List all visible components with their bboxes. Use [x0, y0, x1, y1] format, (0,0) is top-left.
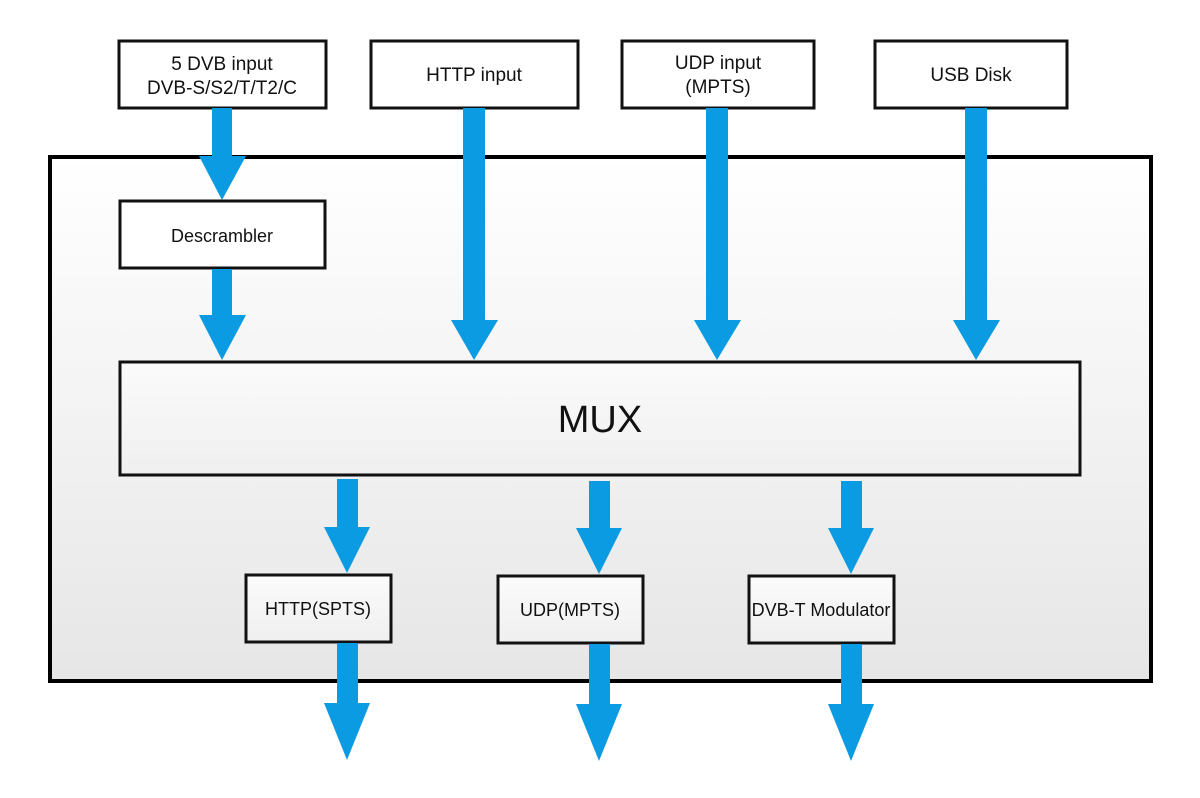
output-box-dvbt-modulator: DVB-T Modulator	[747, 574, 896, 645]
output-box-udp-mpts: UDP(MPTS)	[496, 574, 645, 645]
input-usb-label: USB Disk	[930, 65, 1012, 86]
arrow-udp-mpts-out	[576, 644, 622, 761]
input-box-usb: USB Disk	[873, 39, 1069, 110]
input-udp-line1: UDP input	[675, 53, 762, 74]
descrambler-box: Descrambler	[118, 199, 327, 270]
mux-box: MUX	[118, 360, 1082, 477]
arrow-mux-to-http-spts	[324, 479, 370, 573]
output-box-http-spts: HTTP(SPTS)	[244, 573, 393, 644]
input-box-http: HTTP input	[369, 39, 580, 110]
input-dvb-line2: DVB-S/S2/T/T2/C	[147, 78, 297, 99]
arrow-mux-to-dvbt	[828, 481, 874, 574]
input-udp-line2: (MPTS)	[685, 77, 750, 98]
arrow-usb-to-mux	[953, 108, 1000, 360]
arrow-http-to-mux	[451, 108, 498, 360]
arrow-udp-to-mux	[694, 108, 741, 360]
arrow-dvb-to-descrambler	[199, 108, 246, 200]
output-dvbt-label: DVB-T Modulator	[752, 600, 891, 620]
arrow-descrambler-to-mux	[199, 269, 246, 360]
arrow-mux-to-udp-mpts	[576, 481, 622, 574]
descrambler-label: Descrambler	[171, 226, 273, 246]
input-box-udp: UDP input (MPTS)	[620, 39, 816, 110]
input-dvb-line1: 5 DVB input	[171, 54, 273, 75]
input-box-dvb: 5 DVB input DVB-S/S2/T/T2/C	[117, 39, 328, 110]
arrow-dvbt-out	[828, 644, 874, 761]
output-udp-label: UDP(MPTS)	[520, 600, 620, 620]
input-http-label: HTTP input	[426, 65, 522, 86]
arrow-http-spts-out	[324, 643, 370, 760]
mux-label: MUX	[558, 399, 642, 441]
output-http-label: HTTP(SPTS)	[265, 599, 371, 619]
